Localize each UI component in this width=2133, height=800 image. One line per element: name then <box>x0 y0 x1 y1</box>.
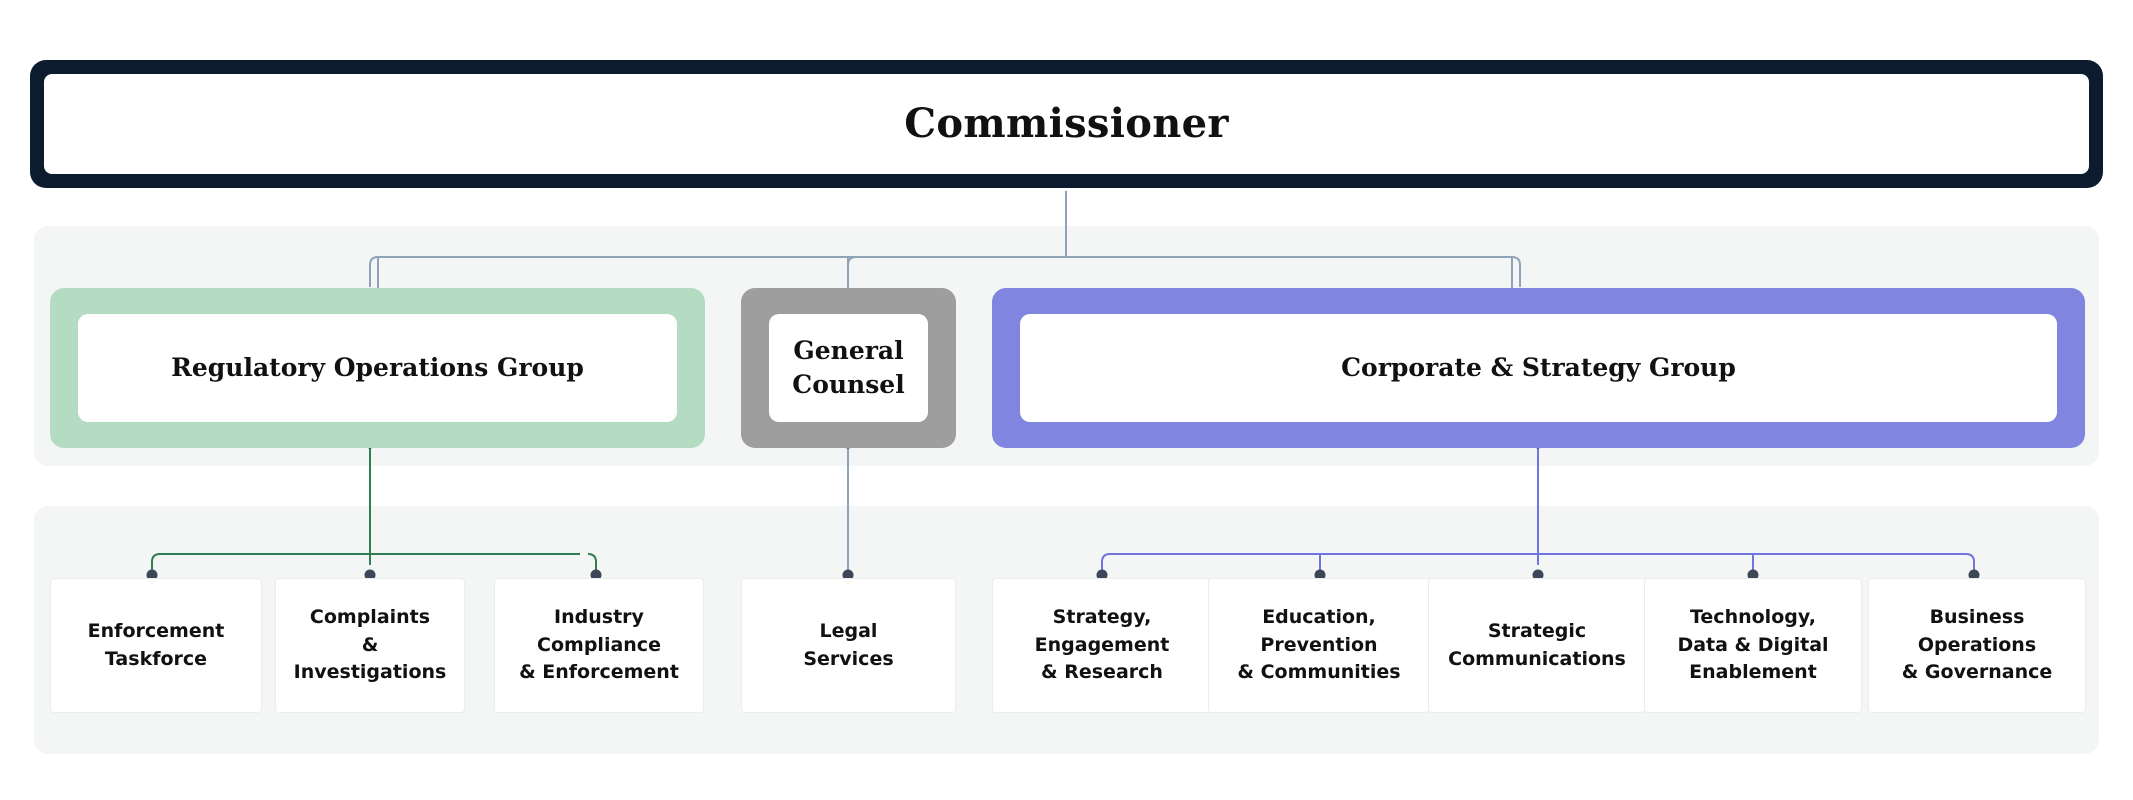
regulatory-operations-group-card: Regulatory Operations Group <box>78 314 677 422</box>
node-legal-services[interactable]: Legal Services <box>741 578 956 713</box>
node-regulatory-operations-group[interactable]: Regulatory Operations Group <box>50 288 705 448</box>
node-strategic-communications[interactable]: Strategic Communications <box>1428 578 1646 713</box>
education-prevention-and-communities-label: Education, Prevention & Communities <box>1237 606 1401 684</box>
general-counsel-card: General Counsel <box>769 314 928 422</box>
node-commissioner[interactable]: Commissioner <box>30 60 2103 188</box>
node-industry-compliance-and-enforcement[interactable]: Industry Compliance & Enforcement <box>494 578 704 713</box>
node-education-prevention-and-communities[interactable]: Education, Prevention & Communities <box>1208 578 1430 713</box>
commissioner-label: Commissioner <box>904 100 1229 147</box>
general-counsel-label: General Counsel <box>792 336 905 399</box>
node-business-operations-and-governance[interactable]: Business Operations & Governance <box>1868 578 2086 713</box>
complaints-and-investigations-label: Complaints & Investigations <box>293 606 447 684</box>
node-corporate-strategy-group[interactable]: Corporate & Strategy Group <box>992 288 2085 448</box>
commissioner-card: Commissioner <box>44 74 2089 174</box>
corporate-strategy-group-card: Corporate & Strategy Group <box>1020 314 2057 422</box>
legal-services-label: Legal Services <box>803 619 894 670</box>
business-operations-and-governance-label: Business Operations & Governance <box>1901 606 2053 684</box>
industry-compliance-and-enforcement-label: Industry Compliance & Enforcement <box>519 606 679 684</box>
node-complaints-and-investigations[interactable]: Complaints & Investigations <box>275 578 465 713</box>
node-strategy-engagement-and-research[interactable]: Strategy, Engagement & Research <box>992 578 1212 713</box>
regulatory-operations-group-label: Regulatory Operations Group <box>171 353 584 383</box>
enforcement-taskforce-label: Enforcement Taskforce <box>87 619 225 670</box>
strategy-engagement-and-research-label: Strategy, Engagement & Research <box>1034 606 1170 684</box>
node-technology-data-and-digital-enablement[interactable]: Technology, Data & Digital Enablement <box>1644 578 1862 713</box>
corporate-strategy-group-label: Corporate & Strategy Group <box>1341 353 1736 383</box>
technology-data-and-digital-enablement-label: Technology, Data & Digital Enablement <box>1677 606 1829 684</box>
node-general-counsel[interactable]: General Counsel <box>741 288 956 448</box>
strategic-communications-label: Strategic Communications <box>1448 619 1626 670</box>
node-enforcement-taskforce[interactable]: Enforcement Taskforce <box>50 578 262 713</box>
